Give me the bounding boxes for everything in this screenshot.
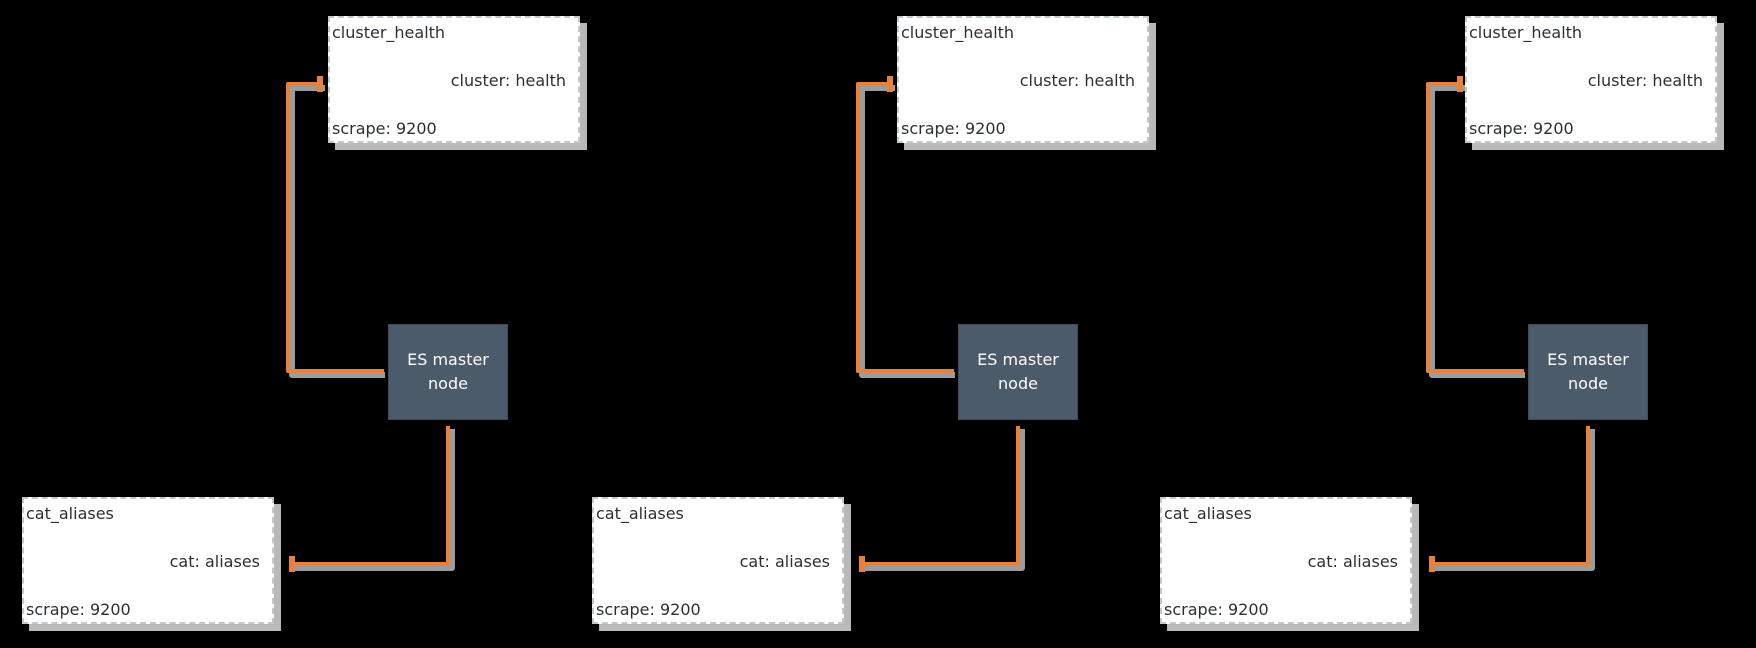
- cluster-health-endpoint[interactable]: cluster_health cluster: health scrape: 9…: [1465, 16, 1717, 143]
- health-connector-shadow: [1429, 85, 1525, 378]
- master-node-label: ES master node: [977, 350, 1059, 393]
- health-connector-end: [887, 76, 893, 92]
- endpoint-name: cluster_health: [901, 23, 1015, 42]
- endpoint-scrape-port: scrape: 9200: [901, 119, 1006, 138]
- cat-aliases-endpoint[interactable]: cat_aliases cat: aliases scrape: 9200: [1160, 497, 1412, 624]
- endpoint-query: cluster: health: [1587, 71, 1703, 90]
- endpoint-query: cat: aliases: [739, 552, 830, 571]
- cluster-panel-1: cluster_health cluster: health scrape: 9…: [0, 0, 580, 648]
- es-master-node[interactable]: ES master node: [388, 324, 508, 420]
- es-master-node[interactable]: ES master node: [958, 324, 1078, 420]
- aliases-connector-end: [289, 556, 295, 572]
- endpoint-name: cat_aliases: [596, 504, 684, 523]
- health-connector-end: [317, 76, 323, 92]
- cluster-health-endpoint[interactable]: cluster_health cluster: health scrape: 9…: [897, 16, 1149, 143]
- aliases-connector: [860, 426, 1020, 566]
- health-connector: [286, 82, 384, 373]
- master-node-label: ES master node: [1547, 350, 1629, 393]
- master-node-label: ES master node: [407, 350, 489, 393]
- endpoint-name: cat_aliases: [1164, 504, 1252, 523]
- cluster-health-endpoint[interactable]: cluster_health cluster: health scrape: 9…: [328, 16, 580, 143]
- cluster-panel-3: cluster_health cluster: health scrape: 9…: [1140, 0, 1717, 648]
- endpoint-query: cat: aliases: [1307, 552, 1398, 571]
- aliases-connector-shadow: [293, 429, 455, 571]
- aliases-connector-shadow: [1433, 429, 1595, 571]
- aliases-connector-end: [859, 556, 865, 572]
- endpoint-name: cluster_health: [332, 23, 446, 42]
- health-connector: [1426, 82, 1524, 373]
- aliases-connector-end: [1429, 556, 1435, 572]
- endpoint-name: cat_aliases: [26, 504, 114, 523]
- health-connector-end: [1457, 76, 1463, 92]
- endpoint-name: cluster_health: [1469, 23, 1583, 42]
- endpoint-scrape-port: scrape: 9200: [1469, 119, 1574, 138]
- endpoint-scrape-port: scrape: 9200: [1164, 600, 1269, 619]
- endpoint-scrape-port: scrape: 9200: [26, 600, 131, 619]
- health-connector: [856, 82, 954, 373]
- endpoint-query: cluster: health: [450, 71, 566, 90]
- health-connector-shadow: [289, 85, 385, 378]
- cluster-panel-2: cluster_health cluster: health scrape: 9…: [570, 0, 1149, 648]
- aliases-connector-shadow: [863, 429, 1025, 571]
- endpoint-query: cluster: health: [1019, 71, 1135, 90]
- cat-aliases-endpoint[interactable]: cat_aliases cat: aliases scrape: 9200: [22, 497, 274, 624]
- aliases-connector: [290, 426, 450, 566]
- aliases-connector: [1430, 426, 1590, 566]
- cat-aliases-endpoint[interactable]: cat_aliases cat: aliases scrape: 9200: [592, 497, 844, 624]
- health-connector-shadow: [859, 85, 955, 378]
- endpoint-scrape-port: scrape: 9200: [332, 119, 437, 138]
- endpoint-query: cat: aliases: [169, 552, 260, 571]
- endpoint-scrape-port: scrape: 9200: [596, 600, 701, 619]
- es-master-node[interactable]: ES master node: [1528, 324, 1648, 420]
